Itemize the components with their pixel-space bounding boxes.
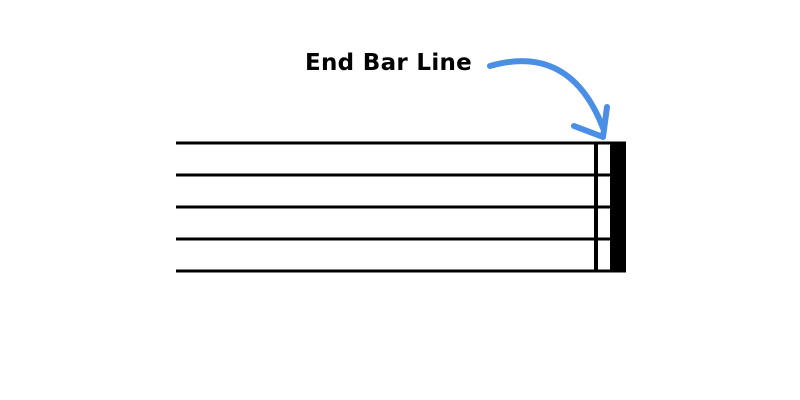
curved-arrow-icon bbox=[487, 58, 610, 140]
arrow-shaft bbox=[487, 58, 606, 131]
thick-bar-line bbox=[610, 141, 626, 273]
end-bar-line bbox=[594, 141, 626, 273]
arrowhead bbox=[571, 104, 610, 140]
end-bar-line-label: End Bar Line bbox=[305, 50, 472, 76]
music-staff bbox=[176, 141, 612, 273]
thin-bar-line bbox=[594, 141, 598, 273]
